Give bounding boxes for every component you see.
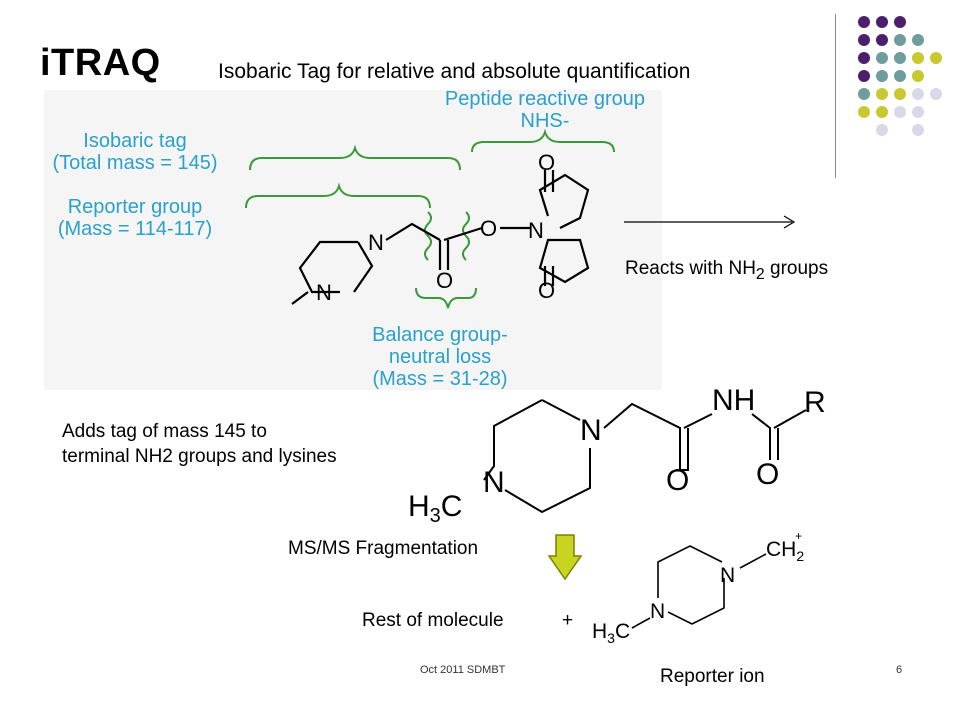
decorative-divider — [835, 14, 836, 178]
reporter-group-label: Reporter group (Mass = 114-117) — [40, 196, 230, 240]
tag-atom-n1: N — [580, 414, 602, 447]
atom-o-carbonyl: O — [436, 268, 453, 293]
isobaric-tag-label-line1: Isobaric tag — [83, 130, 187, 152]
adds-tag-line2: terminal NH2 groups and lysines — [62, 445, 337, 467]
atom-n2: N — [316, 280, 332, 305]
down-arrow-icon — [548, 534, 582, 580]
wavy-line-reporter — [424, 211, 432, 261]
green-brackets — [245, 128, 615, 309]
wavy-cleavage-lines — [424, 211, 470, 261]
isobaric-tag-label: Isobaric tag (Total mass = 145) — [40, 130, 230, 174]
reagent-atom-labels: N N O O N O O — [316, 150, 555, 305]
tag-atom-o1: O — [666, 464, 689, 497]
balance-group-label-line2: neutral loss — [388, 346, 492, 368]
page-number: 6 — [896, 664, 903, 676]
atom-o-bottom: O — [538, 278, 555, 303]
dot-row-2 — [858, 34, 924, 46]
adds-tag-line1: Adds tag of mass 145 to — [62, 421, 267, 442]
atom-n-succinimide: N — [528, 218, 544, 243]
peptide-reactive-label-line1: Peptide reactive group — [444, 88, 646, 110]
balance-group-label: Balance group- neutral loss (Mass = 31-2… — [340, 324, 540, 390]
wavy-line-balance — [462, 211, 470, 261]
peptide-reactive-label-line2: NHS- — [520, 110, 570, 132]
dot-row-1 — [858, 16, 906, 28]
tag-methyl-h3c: H3C — [408, 490, 462, 527]
adds-tag-text: Adds tag of mass 145 to terminal NH2 gro… — [62, 420, 337, 469]
reporter-methyl-h3c: H3C — [592, 620, 630, 646]
tag-atom-r: R — [804, 386, 826, 419]
balance-group-bracket — [415, 287, 477, 309]
isobaric-tag-label-line2: (Total mass = 145) — [52, 152, 218, 174]
atom-n1: N — [368, 230, 384, 255]
slide-title: iTRAQ — [40, 42, 161, 84]
footer-date: Oct 2011 SDMBT — [420, 664, 506, 676]
reporter-atom-n2: N — [650, 600, 665, 623]
dot-row-6 — [858, 106, 924, 118]
succinimide-ring — [538, 173, 590, 284]
atom-o-ester: O — [480, 216, 497, 241]
reporter-charge-plus: + — [795, 529, 802, 543]
isobaric-tag-bracket — [249, 144, 461, 171]
nhs-bracket — [471, 128, 615, 153]
dot-row-4 — [858, 70, 924, 82]
reporter-ion-bonds — [631, 545, 767, 629]
tagged-peptide-bonds — [483, 399, 807, 514]
rest-of-molecule-text: Rest of molecule — [362, 610, 504, 631]
tag-atom-nh: NH — [712, 384, 755, 417]
reacts-with-subscript: 2 — [755, 265, 765, 283]
tagged-peptide-labels: N N H3C O NH O R — [408, 384, 826, 527]
reporter-group-bracket — [245, 182, 431, 209]
tag-atom-n2: N — [483, 466, 505, 499]
dot-row-7 — [876, 124, 924, 136]
plus-sign: + — [562, 610, 574, 631]
piperazine-ring — [298, 240, 374, 294]
dot-row-5 — [858, 88, 942, 100]
dot-row-3 — [858, 52, 942, 64]
reagent-bonds — [291, 170, 590, 305]
right-arrow-icon — [624, 215, 796, 229]
reporter-ion-text: Reporter ion — [660, 666, 765, 687]
decorative-dot-grid — [858, 16, 942, 136]
balance-group-label-line1: Balance group- — [372, 324, 508, 346]
fragmentation-text: MS/MS Fragmentation — [288, 538, 479, 559]
reacts-with-suffix: groups — [764, 258, 829, 279]
peptide-reactive-label: Peptide reactive group NHS- — [420, 88, 670, 132]
slide-subtitle: Isobaric Tag for relative and absolute q… — [218, 60, 691, 83]
tag-atom-o2: O — [756, 458, 779, 491]
reacts-with-text: Reacts with NH2 groups — [625, 258, 828, 284]
reacts-with-prefix: Reacts with NH — [625, 258, 756, 279]
reporter-group-label-line1: Reporter group — [67, 196, 203, 218]
balance-group-label-line3: (Mass = 31-28) — [372, 368, 508, 390]
reporter-ion-labels: N N H3C CH2 + — [592, 529, 804, 646]
reporter-group-label-line2: (Mass = 114-117) — [57, 218, 213, 240]
reporter-atom-n1: N — [720, 564, 735, 587]
atom-o-top: O — [538, 150, 555, 175]
